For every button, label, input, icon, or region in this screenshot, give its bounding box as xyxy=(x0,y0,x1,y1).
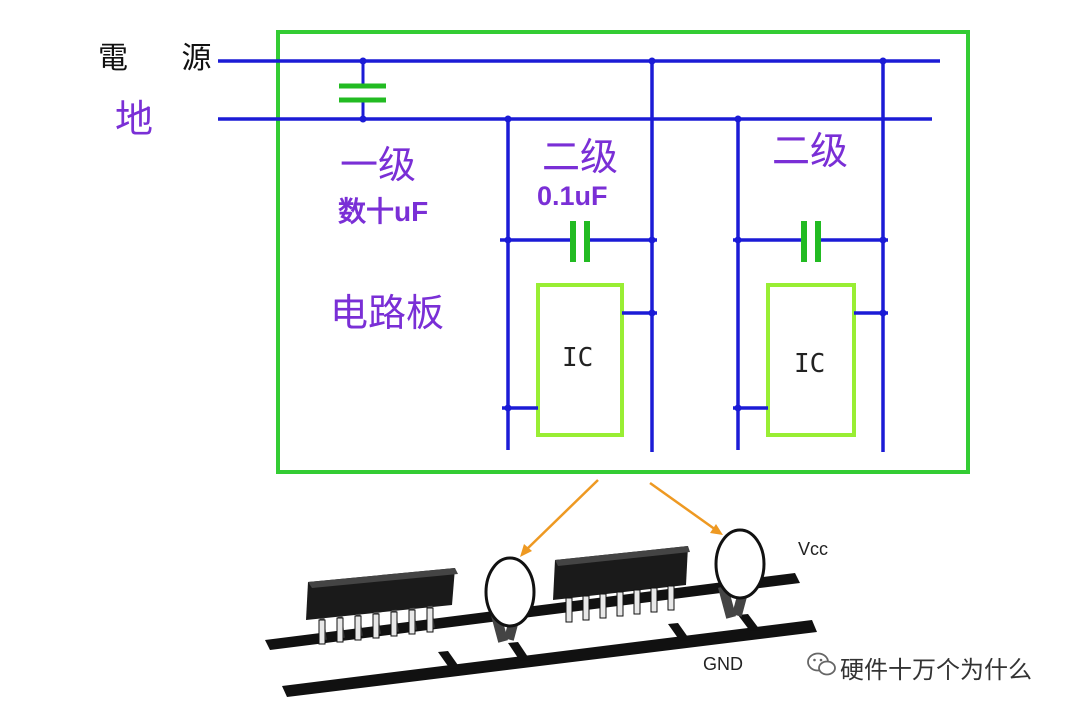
level2-a-label: 二级 xyxy=(542,135,619,179)
ic-b-label: IC xyxy=(794,349,826,379)
dip-chip-right xyxy=(553,546,690,623)
level2-stage-a xyxy=(500,57,657,452)
vcc-label: Vcc xyxy=(798,539,829,559)
disc-capacitor-right xyxy=(714,528,766,619)
physical-pcb-illustration xyxy=(265,528,817,697)
watermark-text: 硬件十万个为什么 xyxy=(840,656,1032,684)
ground-label: 地 xyxy=(115,97,154,141)
board-label: 电路板 xyxy=(330,291,445,335)
level2-a-value-label: 0.1uF xyxy=(537,181,608,211)
level1-label: 一级 xyxy=(340,143,417,187)
ic-chip-b xyxy=(766,283,856,437)
power-label: 電 源 xyxy=(98,41,234,76)
level1-value-label: 数十uF xyxy=(338,198,428,226)
dip-chip-left xyxy=(306,568,458,645)
level1-capacitor xyxy=(339,57,386,123)
wechat-icon xyxy=(807,652,836,676)
gnd-label: GND xyxy=(703,654,743,674)
ic-a-label: IC xyxy=(562,343,594,373)
level2-stage-b xyxy=(733,57,888,452)
circuit-board-outline xyxy=(276,30,970,474)
disc-capacitor-left xyxy=(484,556,536,643)
level1-value-text: 数十uF xyxy=(338,196,429,227)
ic-chip-a xyxy=(536,283,624,437)
level2-b-label: 二级 xyxy=(772,129,849,173)
arrows xyxy=(520,479,723,557)
